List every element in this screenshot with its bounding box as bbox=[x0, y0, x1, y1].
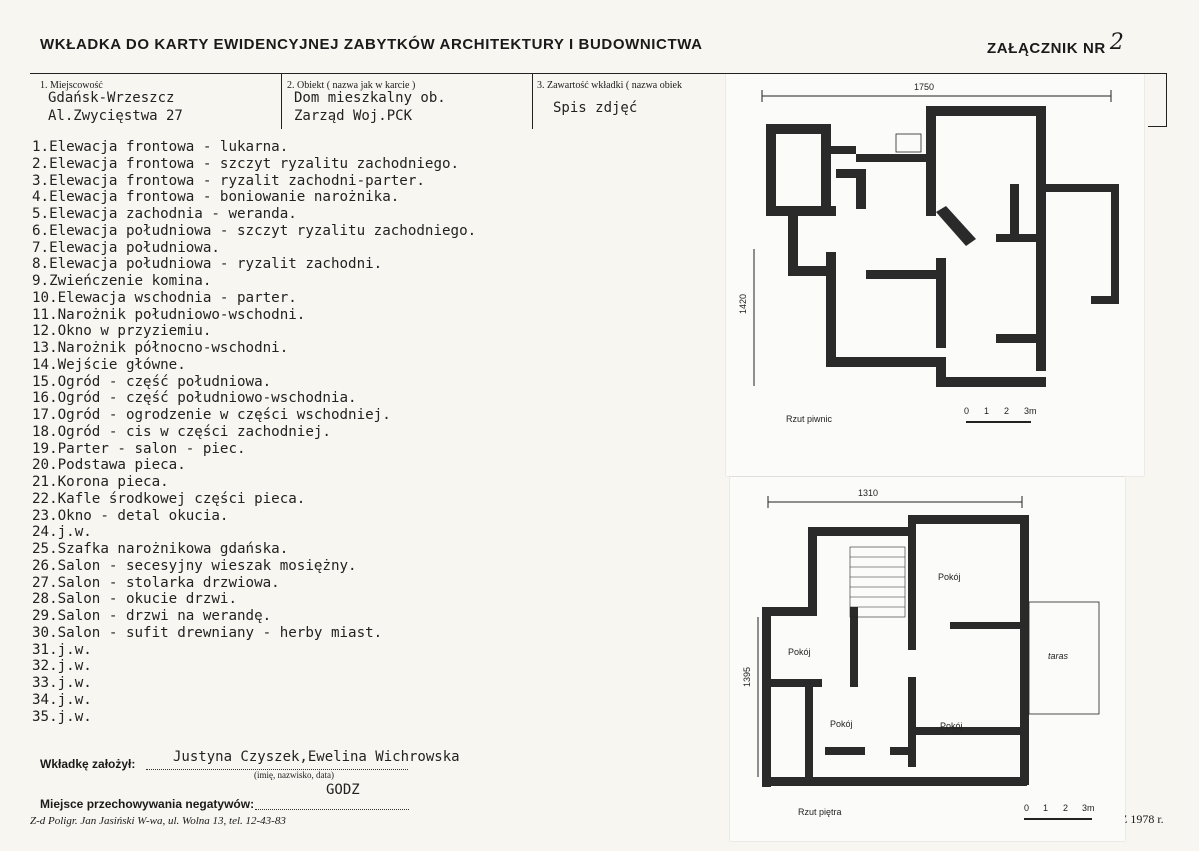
staircase bbox=[849, 546, 906, 618]
photo-list-item: 26.Salon - secesyjny wieszak mosiężny. bbox=[32, 557, 357, 574]
print-year: Z 1978 r. bbox=[1120, 812, 1164, 826]
floor-scale-2: 2 bbox=[1063, 803, 1068, 813]
photo-list-item: 21.Korona pieca. bbox=[32, 474, 169, 490]
basement-scale-0: 0 bbox=[964, 406, 969, 416]
photo-list-item: 30.Salon - sufit drewniany - herby miast… bbox=[32, 624, 383, 641]
photo-list-item: 10.Elewacja wschodnia - parter. bbox=[32, 289, 297, 306]
header-rule-right bbox=[1166, 73, 1167, 127]
photo-list: 1.Elewacja frontowa - lukarna.2.Elewacja… bbox=[32, 139, 476, 725]
founder-value: Justyna Czyszek,Ewelina Wichrowska bbox=[173, 749, 460, 765]
founder-label: Wkładkę założył: bbox=[40, 757, 136, 771]
floor-scale-3: 3m bbox=[1082, 803, 1095, 813]
floor-height-dim: 1395 bbox=[742, 667, 752, 687]
photo-list-item: 12.Okno w przyziemiu. bbox=[32, 323, 212, 340]
photo-list-item: 20.Podstawa pieca. bbox=[32, 457, 186, 474]
photo-list-item: 9.Zwieńczenie komina. bbox=[32, 273, 212, 289]
photo-list-item: 17.Ogród - ogrodzenie w części wschodnie… bbox=[32, 407, 391, 423]
negatives-value: GODZ bbox=[326, 782, 360, 798]
photo-list-item: 15.Ogród - część południowa. bbox=[32, 373, 272, 390]
photo-list-item: 33.j.w. bbox=[32, 675, 92, 691]
photo-list-item: 23.Okno - detal okucia. bbox=[32, 507, 229, 524]
basement-height-dim: 1420 bbox=[738, 294, 748, 314]
photo-list-item: 13.Narożnik północno-wschodni. bbox=[32, 340, 289, 356]
photo-list-item: 24.j.w. bbox=[32, 524, 92, 541]
photo-list-item: 14.Wejście główne. bbox=[32, 356, 186, 373]
photo-list-item: 34.j.w. bbox=[32, 691, 92, 708]
negatives-dotted-line bbox=[255, 808, 409, 810]
room-label-1: Pokój bbox=[938, 572, 961, 582]
room-label-2: Pokój bbox=[788, 647, 811, 657]
basement-walls bbox=[766, 106, 1119, 387]
contents-value: Spis zdjęć bbox=[553, 100, 638, 116]
contents-field-label: 3. Zawartość wkładki ( nazwa obiek bbox=[537, 80, 682, 91]
basement-caption: Rzut piwnic bbox=[786, 414, 833, 424]
basement-scale-2: 2 bbox=[1004, 406, 1009, 416]
photo-list-item: 2.Elewacja frontowa - szczyt ryzalitu za… bbox=[32, 155, 460, 172]
upper-floor-plan: 1310 1395 bbox=[730, 477, 1125, 841]
photo-list-item: 8.Elewacja południowa - ryzalit zachodni… bbox=[32, 256, 383, 273]
place-field-label: 1. Miejscowość bbox=[40, 80, 103, 91]
form-title: WKŁADKA DO KARTY EWIDENCYJNEJ ZABYTKÓW A… bbox=[40, 36, 703, 53]
place-line-1: Gdańsk-Wrzeszcz bbox=[48, 90, 175, 106]
object-field-label: 2. Obiekt ( nazwa jak w karcie ) bbox=[287, 80, 416, 91]
object-line-1: Dom mieszkalny ob. bbox=[294, 90, 446, 106]
photo-list-item: 5.Elewacja zachodnia - weranda. bbox=[32, 206, 297, 222]
photo-list-item: 1.Elewacja frontowa - lukarna. bbox=[32, 139, 289, 155]
basement-width-dim: 1750 bbox=[914, 82, 934, 92]
object-line-2: Zarząd Woj.PCK bbox=[294, 108, 413, 124]
negatives-label: Miejsce przechowywania negatywów: bbox=[40, 797, 255, 811]
room-label-3: Pokój bbox=[830, 719, 853, 729]
floor-scale-0: 0 bbox=[1024, 803, 1029, 813]
photo-list-item: 6.Elewacja południowa - szczyt ryzalitu … bbox=[32, 222, 477, 239]
photo-list-item: 28.Salon - okucie drzwi. bbox=[32, 591, 237, 608]
photo-list-item: 7.Elewacja południowa. bbox=[32, 239, 220, 256]
header-rule bbox=[30, 73, 1167, 74]
floor-walls bbox=[762, 515, 1029, 787]
photo-list-item: 22.Kafle środkowej części pieca. bbox=[32, 490, 306, 507]
photo-list-item: 25.Szafka narożnikowa gdańska. bbox=[32, 541, 289, 557]
founder-dotted-line bbox=[146, 768, 408, 770]
photo-list-item: 32.j.w. bbox=[32, 658, 92, 675]
basement-scale-3: 3m bbox=[1024, 406, 1037, 416]
room-label-4: Pokój bbox=[940, 721, 963, 731]
field-divider-1 bbox=[281, 73, 282, 129]
founder-hint: (imię, nazwisko, data) bbox=[254, 770, 334, 780]
photo-list-item: 11.Narożnik południowo-wschodni. bbox=[32, 306, 306, 323]
basement-plan: 1750 1420 bbox=[726, 74, 1144, 476]
photo-list-item: 31.j.w. bbox=[32, 641, 92, 658]
photo-list-item: 18.Ogród - cis w części zachodniej. bbox=[32, 423, 331, 440]
header-rule-corner bbox=[1148, 126, 1167, 127]
photo-list-item: 27.Salon - stolarka drzwiowa. bbox=[32, 574, 280, 591]
place-line-2: Al.Zwycięstwa 27 bbox=[48, 108, 183, 124]
photo-list-item: 3.Elewacja frontowa - ryzalit zachodni-p… bbox=[32, 172, 425, 189]
basement-scale-1: 1 bbox=[984, 406, 989, 416]
annex-label-text: ZAŁĄCZNIK NR bbox=[987, 40, 1106, 57]
floor-scale-1: 1 bbox=[1043, 803, 1048, 813]
floor-caption: Rzut piętra bbox=[798, 807, 842, 817]
printer-note: Z-d Poligr. Jan Jasiński W-wa, ul. Wolna… bbox=[30, 815, 286, 827]
photo-list-item: 29.Salon - drzwi na werandę. bbox=[32, 608, 272, 624]
floor-width-dim: 1310 bbox=[858, 488, 878, 498]
photo-list-item: 19.Parter - salon - piec. bbox=[32, 440, 246, 457]
photo-list-item: 4.Elewacja frontowa - boniowanie narożni… bbox=[32, 189, 400, 206]
photo-list-item: 35.j.w. bbox=[32, 708, 92, 725]
field-divider-2 bbox=[532, 73, 533, 129]
terrace-label: taras bbox=[1048, 651, 1069, 661]
annex-number: 2 bbox=[1109, 30, 1125, 55]
photo-list-item: 16.Ogród - część południowo-wschodnia. bbox=[32, 390, 357, 407]
